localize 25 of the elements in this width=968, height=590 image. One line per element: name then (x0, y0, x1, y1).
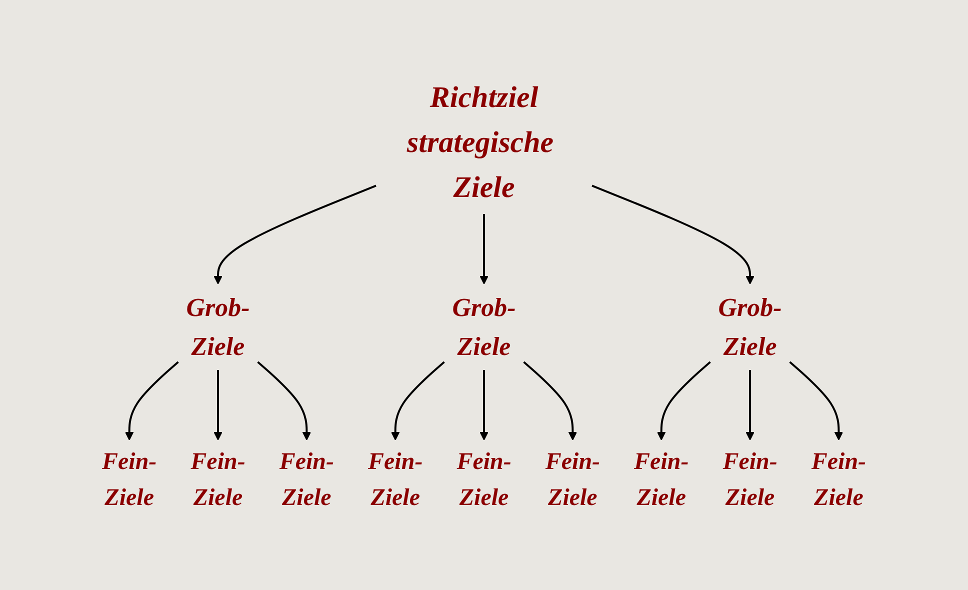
arrow (480, 370, 488, 440)
arrow (789, 360, 844, 440)
arrow (480, 214, 488, 284)
arrow (656, 360, 711, 440)
node-text: Fein- Ziele (811, 448, 866, 510)
node-text: Grob- Ziele (452, 292, 516, 360)
arrow (124, 360, 179, 440)
node-text: Fein- Ziele (102, 448, 157, 510)
node-text: Grob- Ziele (718, 292, 782, 360)
node-text: Fein- Ziele (456, 448, 512, 510)
arrow (523, 360, 578, 440)
arrow (214, 370, 222, 440)
node-text: Richtziel strategische Ziele (406, 80, 554, 204)
arrow (214, 184, 376, 284)
node-text: Grob- Ziele (186, 292, 250, 360)
arrow (746, 370, 754, 440)
arrow (257, 360, 312, 440)
node-text: Fein- Ziele (190, 448, 246, 510)
node-text: Fein- Ziele (368, 448, 423, 510)
node-text: Fein- Ziele (545, 448, 600, 510)
arrow (390, 360, 445, 440)
node-text: Fein- Ziele (722, 448, 778, 510)
node-text: Fein- Ziele (279, 448, 334, 510)
arrow (592, 184, 754, 284)
node-text: Fein- Ziele (634, 448, 689, 510)
